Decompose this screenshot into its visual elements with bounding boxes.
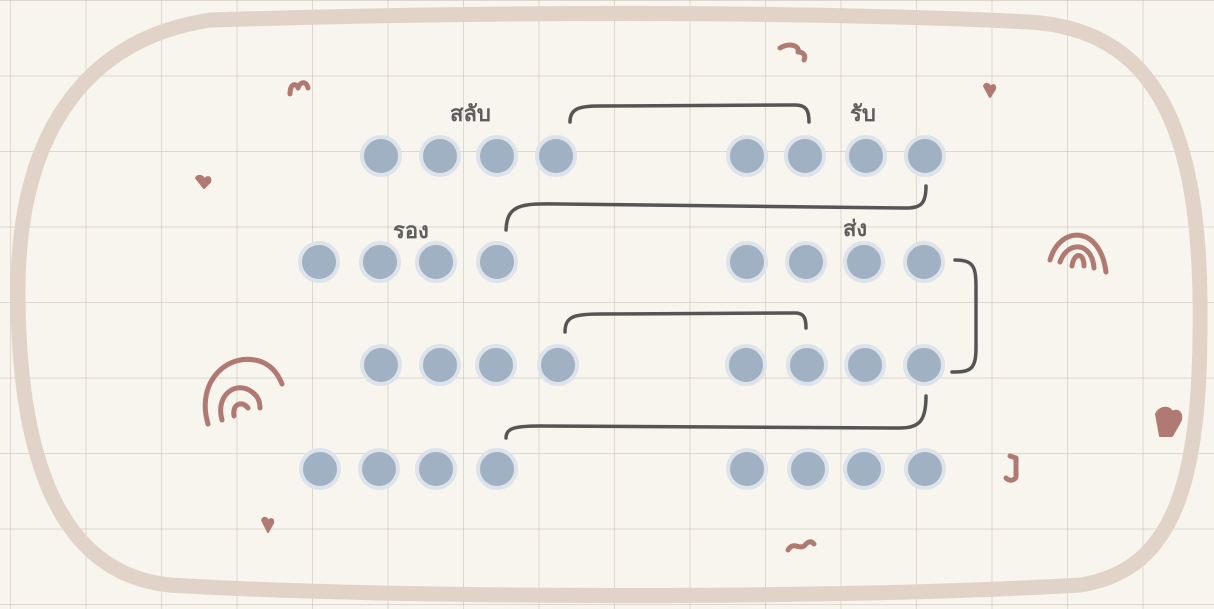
connector-top bbox=[570, 105, 809, 122]
label-mid-right: ส่ง bbox=[843, 217, 867, 242]
hearts bbox=[196, 84, 1181, 532]
rainbow-doodle bbox=[205, 359, 282, 424]
dot bbox=[300, 243, 338, 281]
dot bbox=[845, 450, 883, 488]
rainbow-doodle bbox=[1050, 235, 1106, 272]
dot bbox=[906, 450, 944, 488]
dot bbox=[786, 137, 824, 175]
dot bbox=[537, 137, 575, 175]
dot bbox=[788, 346, 826, 384]
label-top-right: รับ bbox=[850, 102, 876, 127]
dot bbox=[361, 243, 399, 281]
dot bbox=[478, 450, 516, 488]
dot bbox=[787, 243, 825, 281]
connector-row3-to-row4 bbox=[506, 396, 926, 438]
dot bbox=[360, 450, 398, 488]
squiggle-doodle bbox=[780, 45, 805, 60]
dot bbox=[478, 137, 516, 175]
squiggle-doodle bbox=[788, 542, 814, 550]
label-top-left: สลับ bbox=[450, 102, 491, 127]
dot bbox=[845, 243, 883, 281]
dot bbox=[905, 346, 943, 384]
dot bbox=[421, 137, 459, 175]
connector-mid bbox=[565, 313, 806, 332]
dot bbox=[417, 243, 455, 281]
hook-doodle bbox=[1006, 456, 1016, 480]
dot bbox=[478, 243, 516, 281]
rounded-frame bbox=[18, 14, 1200, 596]
connector-right-side bbox=[952, 260, 976, 372]
doodles bbox=[205, 45, 1106, 550]
heart-doodle bbox=[262, 518, 273, 532]
dot bbox=[362, 346, 400, 384]
dot bbox=[417, 450, 455, 488]
heart-doodle bbox=[984, 84, 995, 97]
dot bbox=[727, 346, 765, 384]
label-mid-left: รอง bbox=[393, 219, 429, 244]
dot bbox=[421, 346, 459, 384]
heart-doodle bbox=[196, 176, 210, 188]
dot bbox=[301, 450, 339, 488]
dot bbox=[362, 137, 400, 175]
dot bbox=[847, 137, 885, 175]
dot bbox=[728, 137, 766, 175]
heart-doodle bbox=[1156, 408, 1181, 436]
dot bbox=[906, 137, 944, 175]
dot bbox=[728, 243, 766, 281]
dot bbox=[789, 450, 827, 488]
dot bbox=[539, 346, 577, 384]
squiggle-doodle bbox=[290, 83, 308, 94]
dot bbox=[477, 346, 515, 384]
dot bbox=[728, 450, 766, 488]
dot bbox=[905, 243, 943, 281]
dot bbox=[846, 346, 884, 384]
